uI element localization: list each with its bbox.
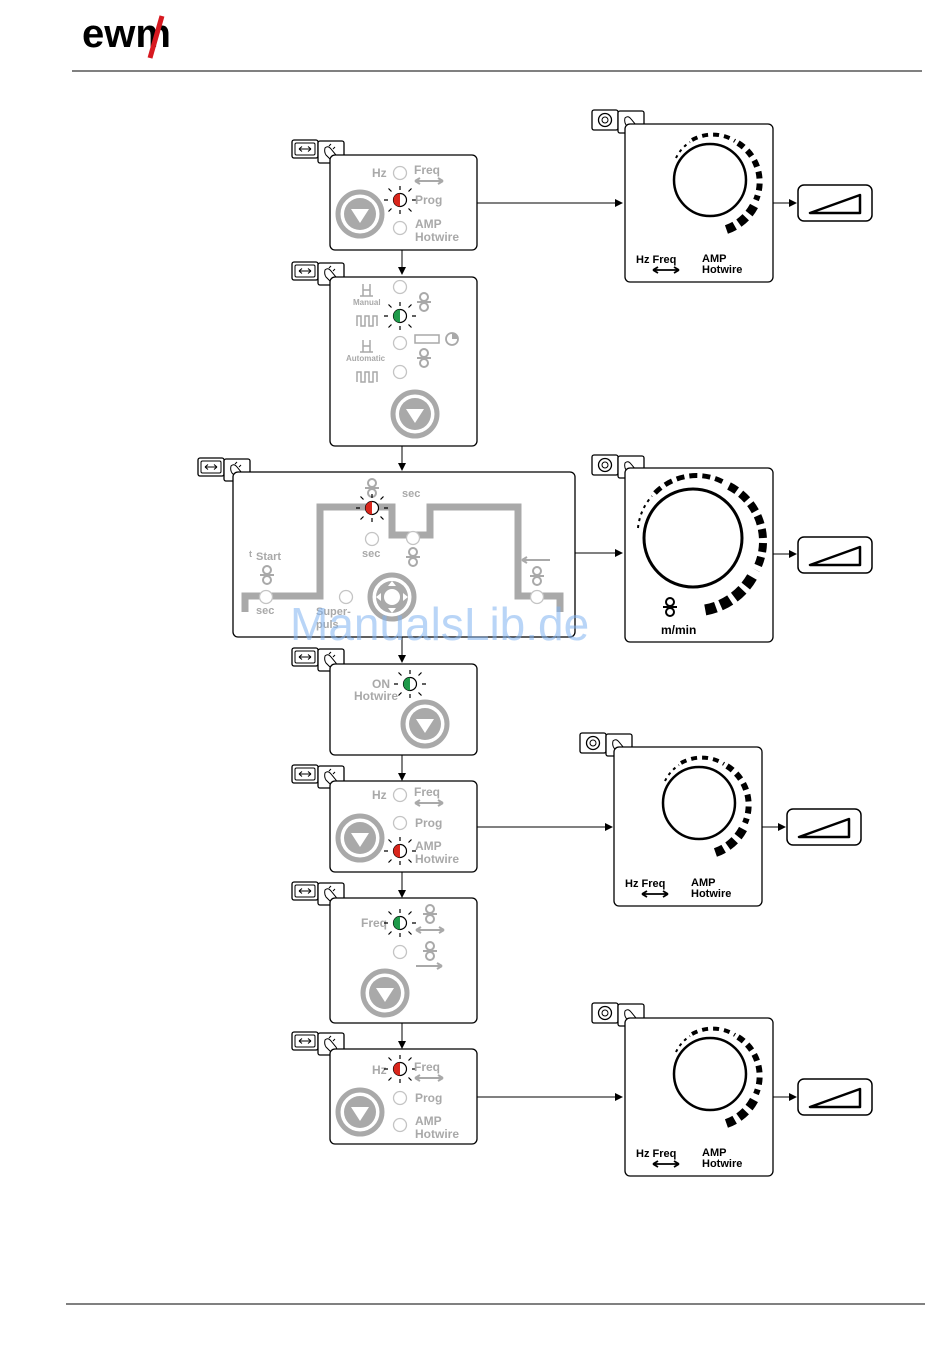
- label-hz-freq: Hz Freq: [636, 1148, 676, 1160]
- led-amp: [394, 1119, 407, 1132]
- label-hz-freq: Hz Freq: [625, 878, 665, 890]
- led-manual-2t: [394, 281, 407, 294]
- panel-1-process-select: Hz Freq Prog AMP Hotwire: [292, 140, 477, 250]
- panel-4-hotwire-on: ON Hotwire: [292, 648, 477, 755]
- label-sec-mid: sec: [362, 548, 380, 560]
- down-button-icon[interactable]: [363, 971, 407, 1015]
- label-hotwire: Hotwire: [415, 1127, 459, 1141]
- led-wire: [394, 946, 407, 959]
- label-sec-left: sec: [256, 605, 274, 617]
- label-hz-freq: Hz Freq: [636, 254, 676, 266]
- label-freq: Freq: [414, 785, 440, 799]
- knob-3-panel: Hz Freq AMP Hotwire: [580, 733, 762, 906]
- label-hotwire: Hotwire: [702, 1158, 742, 1170]
- knob-4-panel: Hz Freq AMP Hotwire: [592, 1003, 773, 1176]
- led-freq: [394, 789, 407, 802]
- led-auto-4t: [394, 366, 407, 379]
- led-time: [366, 533, 379, 546]
- label-t-prefix: t: [249, 549, 252, 559]
- label-manual: Manual: [353, 298, 381, 307]
- label-hotwire: Hotwire: [691, 888, 731, 900]
- ramp-icon: [798, 537, 872, 573]
- label-hotwire: Hotwire: [354, 689, 398, 703]
- label-prog: Prog: [415, 816, 442, 830]
- knob-1-panel: Hz Freq AMP Hotwire: [592, 110, 773, 282]
- label-hz: Hz: [372, 788, 387, 802]
- knob-dial[interactable]: [674, 1038, 746, 1110]
- led-freq: [394, 167, 407, 180]
- label-hotwire: Hotwire: [702, 264, 742, 276]
- down-button-icon[interactable]: [338, 1090, 382, 1134]
- led-amp: [394, 222, 407, 235]
- ramp-icon: [787, 809, 861, 845]
- led-wire-2: [407, 532, 420, 545]
- label-hotwire: Hotwire: [415, 852, 459, 866]
- down-button-icon[interactable]: [338, 192, 382, 236]
- down-button-icon[interactable]: [393, 392, 437, 436]
- panel-5-amp-select: Hz Freq Prog AMP Hotwire: [292, 765, 477, 872]
- label-m-min: m/min: [661, 623, 696, 637]
- panel-7-hz-select: Hz Freq Prog AMP Hotwire: [292, 1032, 477, 1144]
- label-amp: AMP: [415, 839, 442, 853]
- watermark: ManualsLib.de: [290, 598, 589, 650]
- knob-2-panel: m/min: [592, 455, 773, 642]
- label-amp: AMP: [415, 217, 442, 231]
- label-hz: Hz: [372, 166, 387, 180]
- ramp-icon: [798, 1079, 872, 1115]
- label-hz: Hz: [372, 1063, 387, 1077]
- label-automatic: Automatic: [346, 354, 386, 363]
- label-prog: Prog: [415, 1091, 442, 1105]
- label-sec-top: sec: [402, 488, 420, 500]
- led-auto-2t: [394, 337, 407, 350]
- led-start: [260, 591, 273, 604]
- knob-dial[interactable]: [674, 144, 746, 216]
- brand-logo: ewm: [82, 12, 171, 58]
- label-start: Start: [256, 551, 281, 563]
- knob-dial[interactable]: [644, 489, 742, 587]
- label-freq: Freq: [414, 163, 440, 177]
- led-prog: [394, 1092, 407, 1105]
- label-freq: Freq: [361, 916, 387, 930]
- led-prog: [394, 817, 407, 830]
- label-amp: AMP: [415, 1114, 442, 1128]
- label-prog: Prog: [415, 193, 442, 207]
- knob-dial[interactable]: [663, 767, 735, 839]
- label-hotwire: Hotwire: [415, 230, 459, 244]
- label-freq: Freq: [414, 1060, 440, 1074]
- panel-6-freq-select: Freq: [292, 882, 477, 1023]
- down-button-icon[interactable]: [403, 702, 447, 746]
- down-button-icon[interactable]: [338, 816, 382, 860]
- ramp-icon: [798, 185, 872, 221]
- panel-2-operating-mode: Manual Automatic: [292, 262, 477, 446]
